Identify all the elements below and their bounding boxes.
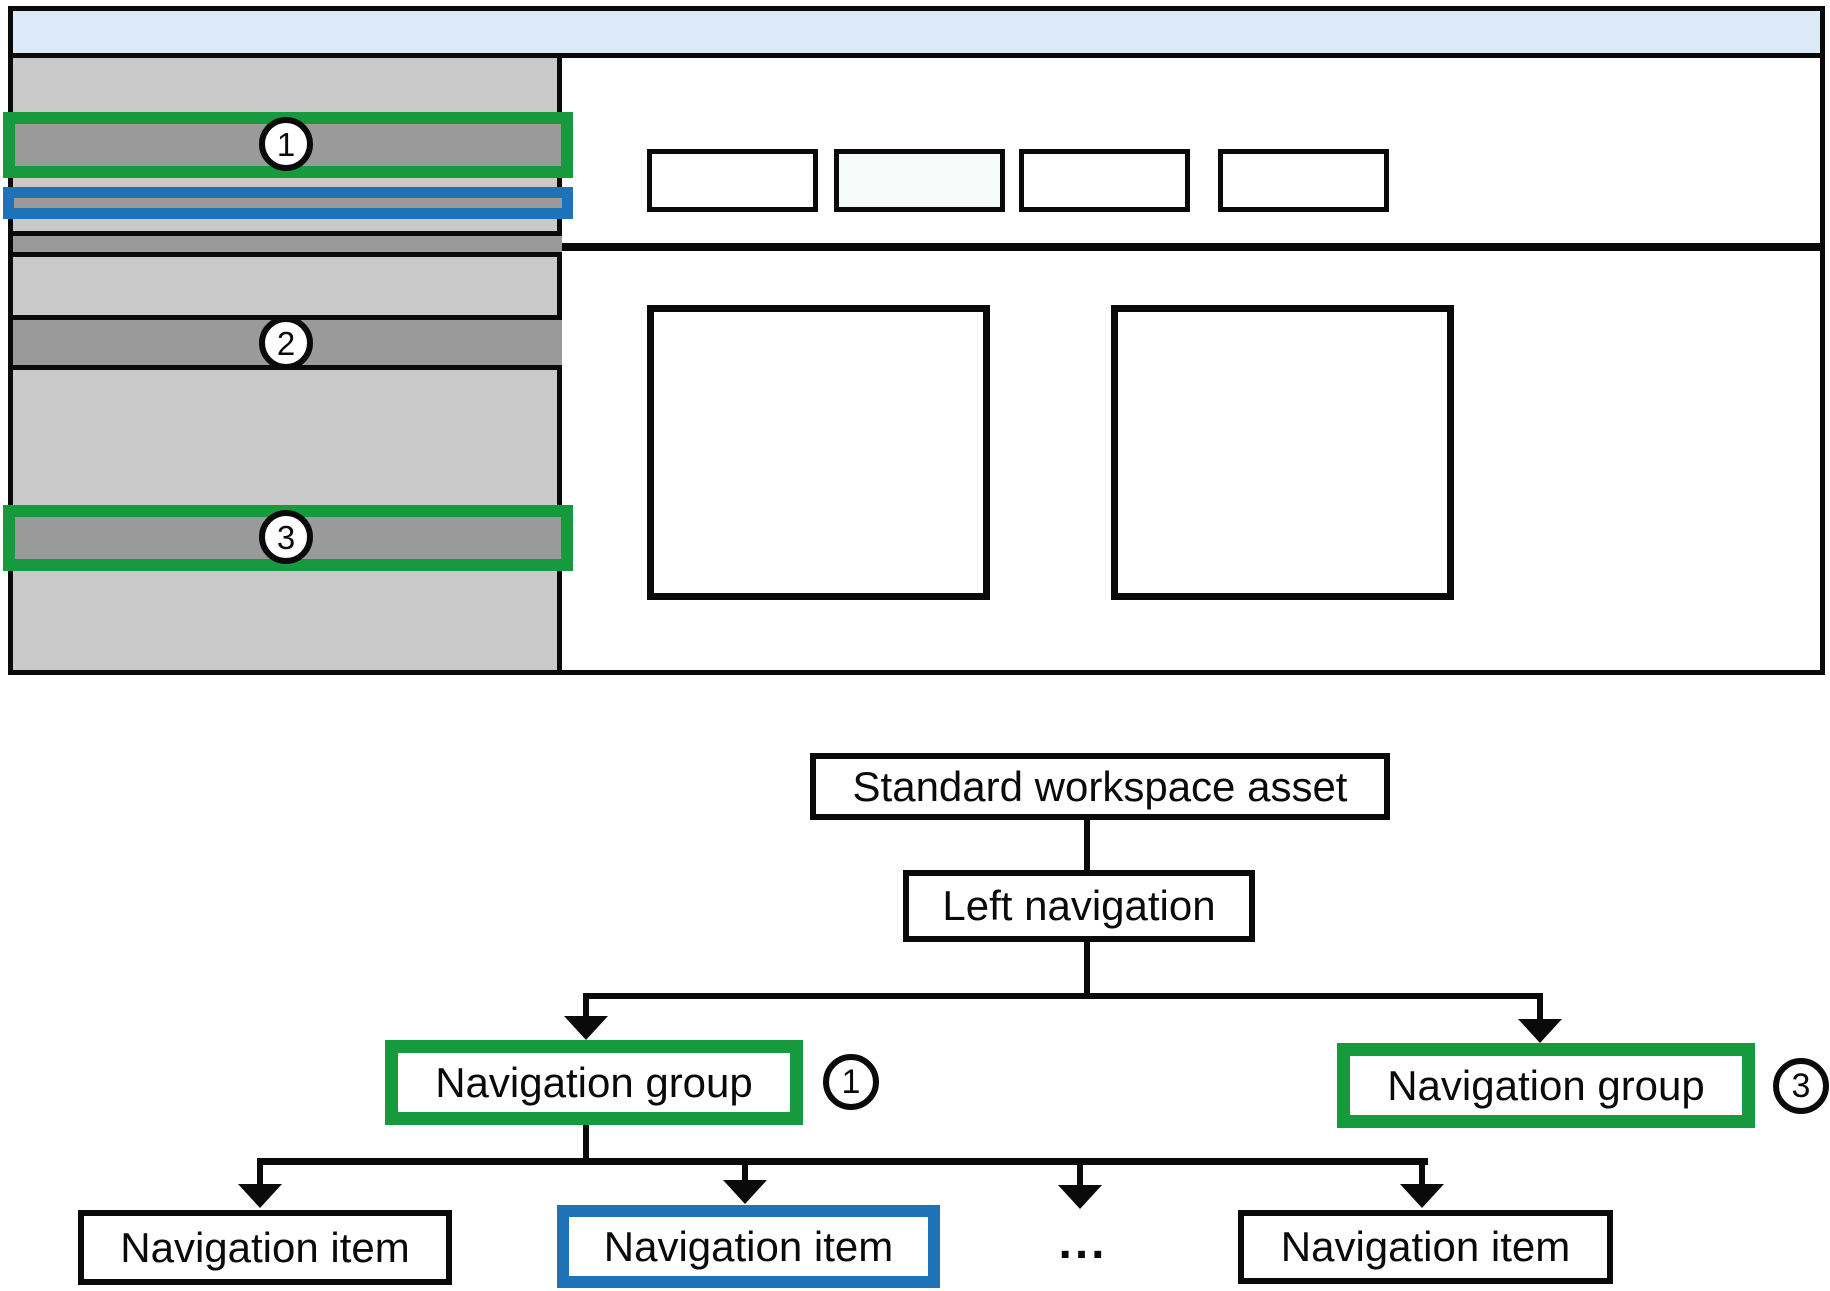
diagram-badge-3-number: 3: [1791, 1067, 1811, 1105]
wireframe-tab-4: [1218, 149, 1389, 212]
items-ellipsis-text: ...: [1058, 1215, 1108, 1269]
sidebar-badge-2: 2: [259, 316, 313, 370]
connector-group-branch: [583, 993, 1543, 999]
wireframe-tab-3: [1019, 149, 1190, 212]
connector-drop-group-1: [583, 999, 589, 1017]
sidebar-badge-1: 1: [259, 117, 313, 171]
connector-group-1-down: [583, 1125, 589, 1158]
connector-drop-item-2: [742, 1165, 748, 1182]
node-navigation-group-3-label: Navigation group: [1387, 1061, 1705, 1109]
connector-leftnav-trunk: [1084, 942, 1090, 995]
node-navigation-item-2-highlighted: Navigation item: [557, 1205, 940, 1288]
sidebar-badge-3: 3: [259, 510, 313, 564]
node-navigation-item-4: Navigation item: [1238, 1210, 1613, 1284]
arrowhead-item-2-icon: [723, 1180, 767, 1204]
wireframe-header-bar: [8, 6, 1825, 58]
arrowhead-item-ellipsis-icon: [1058, 1185, 1102, 1209]
items-ellipsis: ...: [1033, 1212, 1133, 1272]
wireframe-tab-2: [834, 149, 1005, 212]
connector-root-to-leftnav: [1084, 820, 1090, 870]
node-navigation-group-3: Navigation group: [1337, 1043, 1755, 1128]
sidebar-badge-2-number: 2: [276, 324, 296, 362]
node-left-navigation: Left navigation: [903, 870, 1255, 942]
node-standard-workspace-asset-label: Standard workspace asset: [852, 762, 1348, 810]
connector-drop-item-ellipsis: [1077, 1165, 1083, 1186]
sidebar-badge-1-number: 1: [276, 125, 296, 163]
node-standard-workspace-asset: Standard workspace asset: [810, 753, 1390, 820]
wireframe-panel-2: [1111, 305, 1454, 600]
node-navigation-item-4-label: Navigation item: [1280, 1223, 1571, 1270]
nav-divider-bar: [13, 231, 562, 257]
arrowhead-group-1-icon: [564, 1016, 608, 1040]
node-navigation-item-1-label: Navigation item: [120, 1223, 410, 1271]
wireframe-panel-1: [647, 305, 990, 600]
node-navigation-group-1: Navigation group: [385, 1040, 803, 1125]
arrowhead-item-4-icon: [1400, 1184, 1444, 1208]
annotation-outline-blue-nav-item: [3, 187, 573, 219]
diagram-badge-1: 1: [823, 1054, 879, 1110]
diagram-badge-3: 3: [1773, 1058, 1829, 1114]
connector-drop-group-3: [1537, 999, 1543, 1019]
node-navigation-item-1: Navigation item: [78, 1210, 452, 1285]
connector-drop-item-4: [1419, 1165, 1425, 1186]
diagram-badge-1-number: 1: [841, 1063, 861, 1101]
wireframe-tab-1: [647, 149, 818, 212]
connector-item-branch: [257, 1158, 1428, 1165]
sidebar-badge-3-number: 3: [276, 518, 296, 556]
node-navigation-group-1-label: Navigation group: [435, 1058, 753, 1106]
node-navigation-item-2-label: Navigation item: [603, 1222, 894, 1270]
connector-drop-item-1: [257, 1165, 263, 1186]
node-left-navigation-label: Left navigation: [942, 882, 1216, 929]
wireframe-content-divider: [562, 243, 1820, 251]
arrowhead-item-1-icon: [238, 1184, 282, 1208]
arrowhead-group-3-icon: [1518, 1019, 1562, 1043]
